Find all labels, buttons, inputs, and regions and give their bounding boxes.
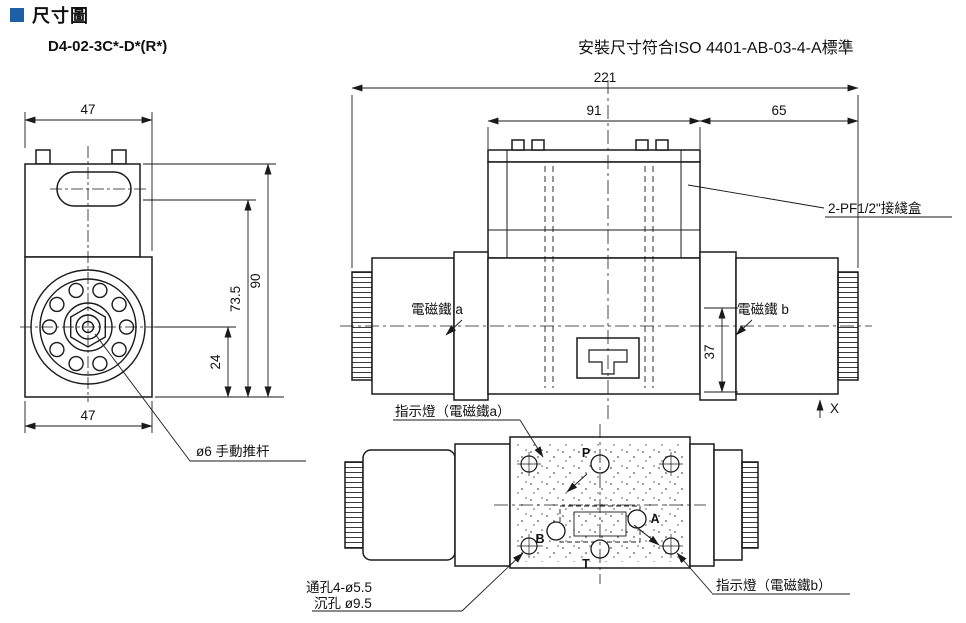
port-p-label: P bbox=[582, 446, 590, 460]
front-dims-right bbox=[143, 163, 284, 398]
side-dim-37: 37 bbox=[702, 344, 717, 359]
solenoid-b-label: 電磁鐵 b bbox=[737, 301, 789, 317]
indicator-b-leader bbox=[676, 552, 850, 595]
junction-box bbox=[487, 139, 701, 259]
side-view: 221 91 65 2-PF1/2"接綫盒 bbox=[340, 70, 952, 420]
top-view: P T A B 指示燈（電磁鐵a） 指示燈（電磁 bbox=[306, 403, 850, 612]
junction-box-leader bbox=[687, 184, 952, 218]
front-dim-width-bottom bbox=[24, 401, 153, 433]
front-dim-width-top bbox=[24, 112, 153, 251]
solenoid-a-pointer bbox=[445, 319, 463, 336]
section-marker-icon bbox=[10, 8, 24, 22]
front-view: 47 24 73.5 90 47 bbox=[20, 102, 306, 462]
push-rod-leader-line bbox=[94, 333, 306, 462]
through-hole-label: 通孔4-ø5.5 bbox=[306, 580, 372, 595]
side-dim-91: 91 bbox=[586, 103, 601, 118]
push-rod-label: ø6 手動推杆 bbox=[196, 444, 270, 459]
front-centerlines bbox=[20, 146, 158, 402]
side-dim-37-lines bbox=[704, 307, 738, 393]
iso-standard-note: 安裝尺寸符合ISO 4401-AB-03-4-A標準 bbox=[578, 40, 854, 57]
port-a-label: A bbox=[650, 512, 659, 526]
indicator-a-label: 指示燈（電磁鐵a） bbox=[395, 403, 511, 419]
side-centerlines bbox=[340, 80, 872, 420]
model-number: D4-02-3C*-D*(R*) bbox=[48, 38, 168, 55]
front-dim-73-5: 73.5 bbox=[228, 286, 243, 312]
front-dim-90: 90 bbox=[248, 273, 263, 288]
front-dim-47-top: 47 bbox=[80, 102, 95, 117]
counterbore-label: 沉孔 ø9.5 bbox=[314, 596, 372, 611]
side-dim-lines-top bbox=[351, 84, 859, 268]
port-t-label: T bbox=[582, 557, 590, 571]
indicator-a-leader bbox=[393, 419, 544, 458]
solenoid-a-label: 電磁鐵 a bbox=[411, 301, 463, 317]
side-dim-221: 221 bbox=[594, 70, 617, 85]
solenoid-b-pointer bbox=[735, 319, 753, 336]
mounting-holes bbox=[517, 452, 683, 558]
top-centerlines bbox=[494, 424, 706, 584]
junction-box-label: 2-PF1/2"接綫盒 bbox=[828, 200, 922, 216]
section-title: 尺寸圖 bbox=[32, 6, 89, 26]
front-dim-47-bottom: 47 bbox=[80, 408, 95, 423]
port-b-label: B bbox=[535, 532, 544, 546]
front-dim-24: 24 bbox=[208, 354, 223, 370]
hole-note-leader bbox=[312, 552, 524, 612]
flow-arrows bbox=[566, 473, 660, 546]
side-internal-dashed bbox=[544, 166, 654, 388]
indicator-b-label: 指示燈（電磁鐵b） bbox=[716, 577, 832, 593]
detail-x-label: X bbox=[830, 401, 839, 416]
side-dim-65: 65 bbox=[771, 103, 786, 118]
